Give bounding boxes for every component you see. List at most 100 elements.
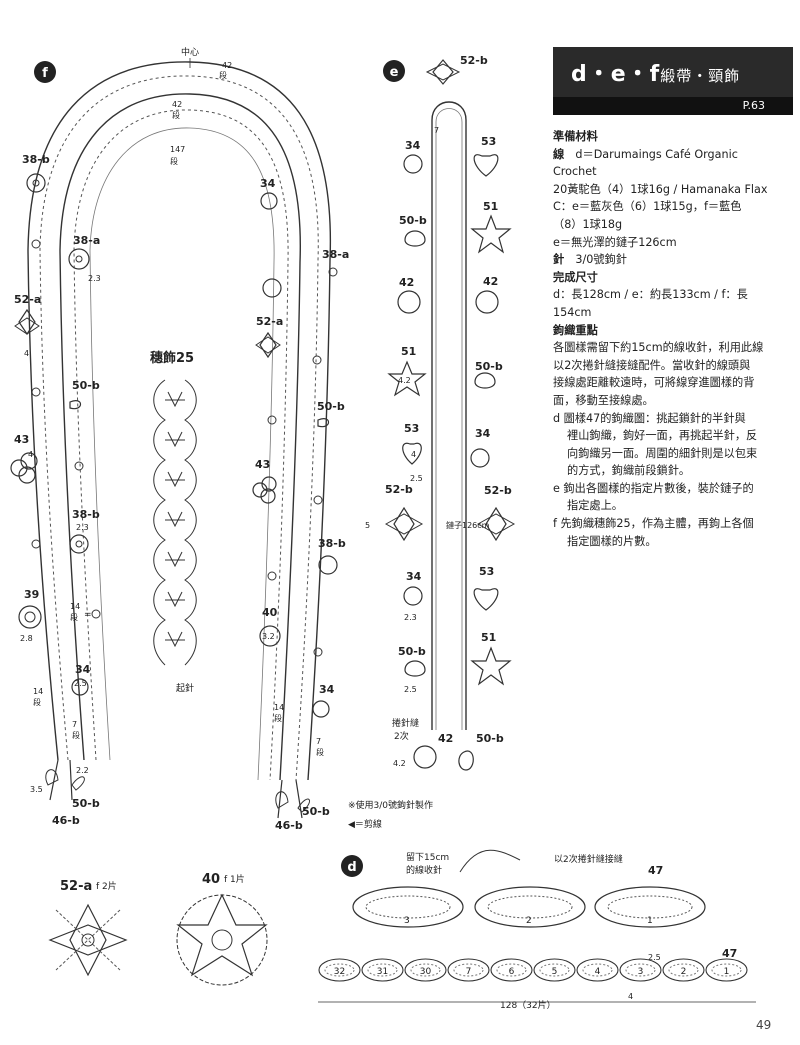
points-e-1: e 鉤出各圖樣的指定片數後，裝於鏈子的 xyxy=(553,481,754,495)
d-oval-3-inner xyxy=(365,895,451,919)
star-icon xyxy=(470,646,512,686)
f-motif-39: 39 2.8 xyxy=(18,588,42,643)
f-motif-38a-right: 38-a xyxy=(262,248,349,298)
f-label-38a-left: 38-a xyxy=(73,234,100,247)
f-label-50b-left: 50-b xyxy=(72,379,100,392)
f-n14c: 14 xyxy=(274,703,284,712)
title-letters: d・e・f xyxy=(571,62,661,87)
d-leave-thread-2: 的線收針 xyxy=(406,864,442,876)
chart-40-petals xyxy=(176,893,268,977)
yarn-line-4: （8）1球18g xyxy=(553,217,623,231)
d-leaf-ovals: 3 2 1 xyxy=(352,886,706,928)
e-m42v-a: 4.2 xyxy=(398,376,411,385)
tail-line xyxy=(49,759,73,801)
quatrefoil-icon xyxy=(413,745,437,769)
ring-cluster-icon xyxy=(261,476,277,492)
e-note-hook: ※使用3/0號鉤針製作 xyxy=(348,799,433,811)
d-strip-piece-inner xyxy=(582,963,613,977)
yarn-line1: d＝Darumaings Café Organic Crochet xyxy=(553,147,738,179)
d-strip-piece xyxy=(490,958,533,982)
info-panel: 準備材料 線 d＝Darumaings Café Organic Crochet… xyxy=(553,128,773,550)
chart-52a-label: 52-a xyxy=(60,879,92,894)
points-d-1: d 圖樣47的鉤織圖：挑起鎖針的半針與 xyxy=(553,411,746,425)
e-m42v-b: 4.2 xyxy=(393,759,406,768)
d-motif47-strip: 47 xyxy=(722,947,737,960)
d-leave-thread-1: 留下15cm xyxy=(406,851,449,863)
f-m23-b: 2.3 xyxy=(76,523,89,532)
flower-icon xyxy=(262,278,282,298)
teardrop-icon xyxy=(474,372,496,389)
ring-cluster-icon xyxy=(260,488,276,504)
d-oval-1-inner xyxy=(607,895,693,919)
f-letter: f xyxy=(42,66,48,81)
e-right-motifs: 53 51 42 50-b 34 52-b 53 51 50-b xyxy=(458,135,516,771)
e-label-53-r2: 53 xyxy=(479,565,494,578)
f-label-52a-right: 52-a xyxy=(256,315,283,328)
d-strip-piece-inner xyxy=(711,963,742,977)
e-m4: 4 xyxy=(411,450,416,459)
e-letter: e xyxy=(390,65,399,80)
f-n14a: 14 xyxy=(70,602,80,611)
leaf-icon xyxy=(71,776,85,791)
title-block: d・e・f緞帶・頸飾 P.63 xyxy=(553,47,793,115)
tassel-rungs xyxy=(165,399,185,641)
f-motif-43-left: 43 4 xyxy=(10,433,38,484)
f-row42a-duan: 段 xyxy=(219,70,227,80)
tassel-start: 起針 xyxy=(176,682,194,694)
flower-center-icon xyxy=(32,179,40,187)
chart-40-label: 40 xyxy=(202,872,220,887)
e-label-50b-r1: 50-b xyxy=(475,360,503,373)
disc-icon xyxy=(71,678,89,696)
f-label-50b-tail-right: 50-b xyxy=(302,805,330,818)
e-label-42-r1: 42 xyxy=(483,275,498,288)
f-label-40: 40 xyxy=(262,606,278,619)
disc-icon xyxy=(403,586,423,606)
d-strip-piece xyxy=(404,958,447,982)
d-oval-2-outer xyxy=(474,886,586,928)
title-text: d・e・f緞帶・頸飾 xyxy=(571,56,740,88)
ring-cluster-icon xyxy=(252,482,268,498)
f-label-46b-right: 46-b xyxy=(275,819,303,832)
heart-icon xyxy=(402,442,422,465)
f-motif-34-right-top: 34 xyxy=(260,177,278,210)
yarn-line-2: 20黃駝色（4）1球16g / Hamanaka Flax xyxy=(553,182,768,196)
quatrefoil-icon xyxy=(475,290,499,314)
d-oval-1-outer xyxy=(594,886,706,928)
f-ribbon-inner-wave xyxy=(73,109,289,781)
disc-icon xyxy=(260,192,278,210)
e-label-42-a: 42 xyxy=(399,276,414,289)
heart-icon xyxy=(473,588,499,611)
ring-cluster-icon xyxy=(20,452,38,470)
d-strip-number: 4 xyxy=(595,967,601,977)
d-oval-num-3: 3 xyxy=(404,916,410,926)
size-line-2: 154cm xyxy=(553,305,592,319)
f-row42b-duan: 段 xyxy=(172,110,180,120)
e-note-cut: ◀＝剪線 xyxy=(348,818,382,830)
star-icon xyxy=(387,360,427,397)
e-label-52b-r1: 52-b xyxy=(484,484,512,497)
points-f-1: f 先鉤織穗飾25，作為主體，再鉤上各個 xyxy=(553,517,754,531)
f-n7b: 7 xyxy=(316,737,321,746)
e-top-52b: 52-b xyxy=(425,54,488,85)
e-section: e 52-b 7 34 50-b 42 51 4.2 53 4 2.5 52-b xyxy=(348,54,516,830)
f-motif-52a-left: 52-a 4 xyxy=(14,293,41,358)
d-strip-piece xyxy=(576,958,619,982)
f-label-46b-left: 46-b xyxy=(52,814,80,827)
f-m4-b: 4 xyxy=(28,450,33,459)
f-ring-small-r2 xyxy=(312,355,322,365)
ring-cluster-icon xyxy=(18,466,36,484)
d-strip-piece xyxy=(361,958,404,982)
f-motif-34-left: 34 2.5 xyxy=(71,663,91,696)
points-d-4: 的方式，鉤織前段鎖針。 xyxy=(567,464,691,478)
points-e-2: 指定處上。 xyxy=(567,499,623,513)
f-row147: 147 xyxy=(170,145,185,154)
f-label-50b-tail-left: 50-b xyxy=(72,797,100,810)
d-oval-num-1: 1 xyxy=(647,916,653,926)
cross-motif-icon xyxy=(432,59,454,85)
f-ring-small-r3 xyxy=(267,415,277,425)
leaf-icon xyxy=(45,769,59,786)
e-label-53-r1: 53 xyxy=(481,135,496,148)
cross-motif-icon xyxy=(485,506,507,542)
f-motif-38b-mid: 38-b 2.3 xyxy=(69,508,100,554)
